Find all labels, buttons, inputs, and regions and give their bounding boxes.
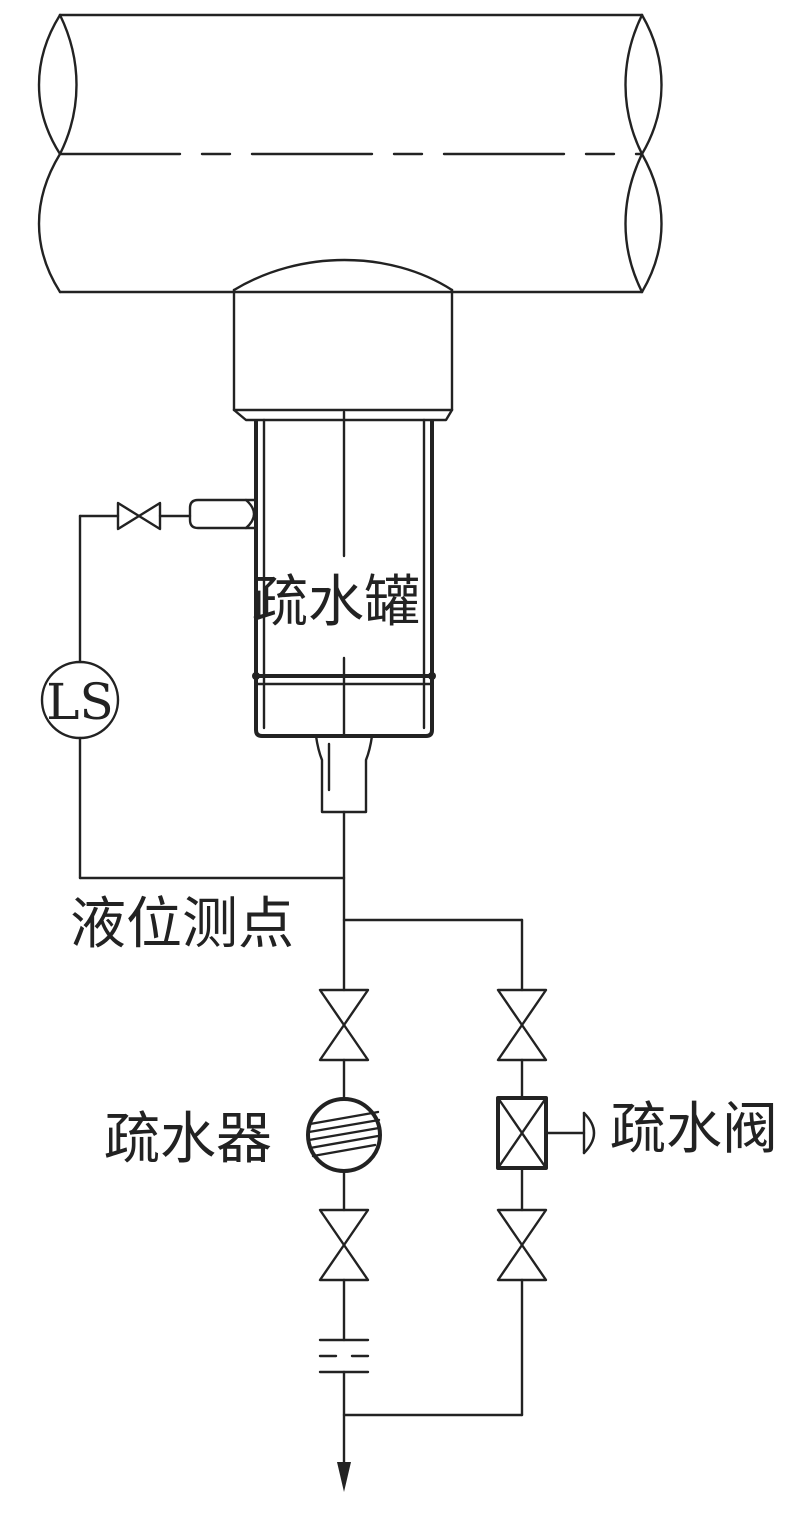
gate-valve-right-upper	[496, 988, 548, 1062]
drain-valve: 疏水阀	[496, 1096, 778, 1170]
drain-piping	[342, 810, 524, 1472]
level-sensing-line	[78, 498, 346, 880]
isolation-valve-upper	[116, 501, 162, 531]
gate-valve-left-upper	[318, 988, 370, 1062]
orifice-plate	[318, 1338, 370, 1374]
level-switch-label: LS	[46, 673, 113, 731]
drain-valve-label: 疏水阀	[610, 1097, 778, 1162]
drain-tank-label: 疏水罐	[252, 570, 420, 635]
gate-valve-right-lower	[496, 1208, 548, 1282]
steam-trap-label: 疏水器	[104, 1107, 272, 1172]
outlet-nozzle	[314, 734, 374, 814]
steam-trap: 疏水器	[104, 1097, 382, 1173]
level-switch: LS	[40, 660, 120, 740]
pipe-collar	[232, 258, 454, 412]
gate-valve-left-lower	[318, 1208, 370, 1282]
flow-arrow-icon	[337, 1462, 351, 1492]
drain-tank: 疏水罐	[232, 408, 454, 738]
main-steam-pipe	[37, 13, 663, 294]
level-point-label: 液位测点	[70, 892, 294, 957]
